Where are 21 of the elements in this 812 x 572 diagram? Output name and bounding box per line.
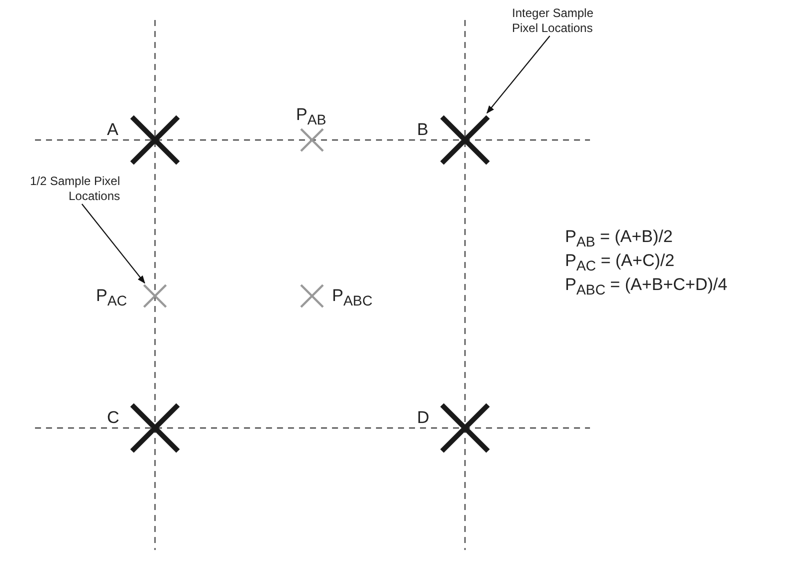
half-sample-cross-mark: [299, 127, 325, 153]
callout-text: Integer Sample Pixel Locations: [512, 6, 612, 36]
formula-text: P$_{AC}$ = (A+C)/2: [565, 250, 674, 276]
integer-sample-cross-mark: [438, 113, 492, 167]
integer-sample-cross-mark: [438, 401, 492, 455]
half-sample-cross-mark: [142, 283, 168, 309]
point-label: C: [107, 408, 120, 428]
point-label: D: [417, 408, 430, 428]
point-label: B: [417, 120, 428, 140]
formula-text: P$_{ABC}$ = (A+B+C+D)/4: [565, 274, 728, 300]
callout-text: 1/2 Sample Pixel Locations: [20, 174, 120, 204]
point-label: P$_{AB}$: [296, 105, 326, 130]
point-label: P$_{ABC}$: [332, 286, 372, 312]
point-label: A: [107, 120, 118, 140]
integer-sample-cross-mark: [128, 113, 182, 167]
leader-arrow: [81, 204, 146, 284]
integer-sample-cross-mark: [128, 401, 182, 455]
leader-arrow: [486, 36, 550, 114]
formula-text: P$_{AB}$ = (A+B)/2: [565, 226, 673, 252]
half-sample-cross-mark: [299, 283, 325, 309]
point-label: P$_{AC}$: [96, 286, 128, 312]
